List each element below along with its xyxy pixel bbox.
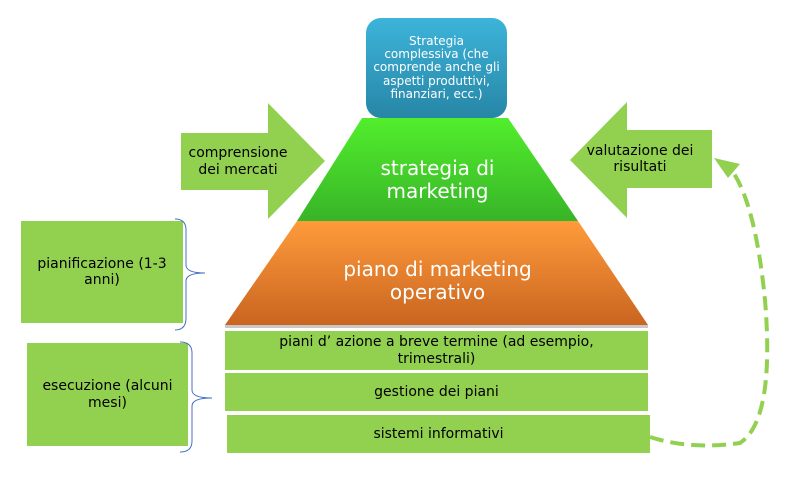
top-box-text: Strategia complessiva (che comprende anc… bbox=[373, 34, 500, 101]
planning-label: pianificazione (1-3 anni) bbox=[37, 255, 167, 288]
right-arrow-shape bbox=[570, 102, 712, 218]
layer-2-shape bbox=[225, 373, 648, 411]
right-arrow-label: valutazione dei risultati bbox=[586, 142, 694, 175]
brace-planning bbox=[174, 218, 206, 331]
pyramid-middle bbox=[225, 221, 648, 325]
execution-box-shape bbox=[27, 343, 188, 446]
pyramid-top bbox=[297, 118, 578, 221]
feedback-dashed-arrow bbox=[649, 166, 770, 448]
layer-1-shape bbox=[225, 331, 648, 370]
execution-label: esecuzione (alcuni mesi) bbox=[42, 378, 173, 411]
left-arrow-label: comprensione dei mercati bbox=[188, 145, 288, 178]
pyramid-top-label: strategia di marketing bbox=[380, 156, 495, 203]
top-box-shape bbox=[366, 18, 507, 118]
layer-3-label: sistemi informativi bbox=[373, 425, 504, 442]
layer-1-label: piani d’ azione a breve termine (ad esem… bbox=[279, 334, 594, 367]
layer-3-shape bbox=[227, 415, 650, 453]
pyramid-middle-label: piano di marketing operativo bbox=[343, 257, 532, 304]
feedback-arrowhead bbox=[714, 158, 740, 178]
left-arrow-shape bbox=[181, 103, 325, 219]
brace-execution bbox=[179, 341, 213, 453]
planning-box-shape bbox=[21, 221, 183, 323]
layer-2-label: gestione dei piani bbox=[374, 383, 499, 400]
